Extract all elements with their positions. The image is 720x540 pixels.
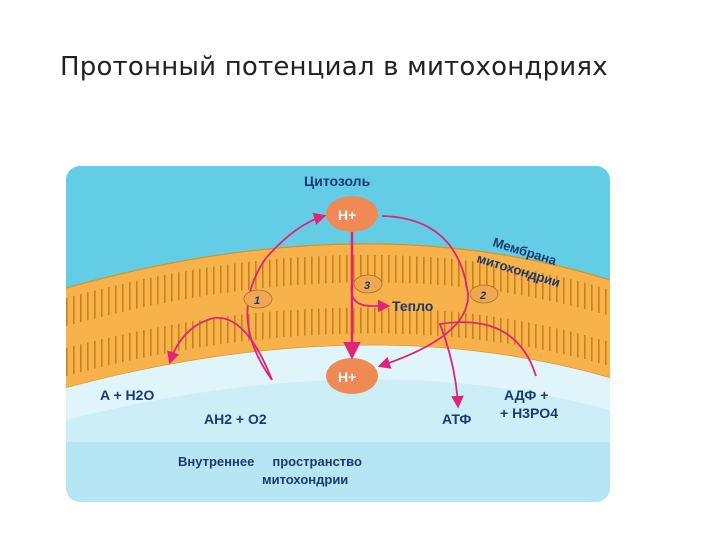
matrix-label-line2: митохондрии [262, 472, 348, 487]
proton-potential-diagram: Цитозоль Мембрана митохондрии H+ H+ 1 2 … [66, 166, 610, 502]
proton-top-label: H+ [338, 207, 356, 223]
substrate-left-label: AH2 + O2 [204, 411, 267, 427]
adp-label-line1: АДФ + [504, 387, 548, 403]
proton-bottom: H+ [326, 358, 378, 394]
cytosol-label: Цитозоль [304, 173, 371, 189]
pathway-3-arrow [350, 283, 391, 313]
product-left-label: A + H2O [100, 387, 154, 403]
step-3-badge: 3 [353, 274, 383, 294]
membrane-outer-leaflet [66, 254, 610, 326]
membrane-inner-leaflet [66, 307, 610, 376]
pathway-2-branch-arrow [438, 321, 537, 409]
proton-bottom-label: H+ [338, 369, 356, 385]
atp-label: АТФ [442, 411, 471, 427]
proton-top: H+ [326, 196, 378, 232]
adp-label-line2: + H3PO4 [500, 405, 558, 421]
pathway-1-branch-arrow [167, 317, 215, 365]
matrix-label-line1: Внутреннее пространство [178, 454, 362, 469]
heat-label: Тепло [392, 298, 433, 314]
step-2-badge: 2 [469, 284, 499, 304]
slide-title: Протонный потенциал в митохондриях [60, 52, 608, 82]
pathway-2-arrow [377, 215, 469, 369]
pathway-1-arrow [246, 212, 327, 381]
step-1-badge: 1 [243, 289, 273, 309]
step-2-label: 2 [479, 290, 486, 302]
step-3-label: 3 [364, 280, 370, 292]
step-1-label: 1 [254, 295, 260, 307]
